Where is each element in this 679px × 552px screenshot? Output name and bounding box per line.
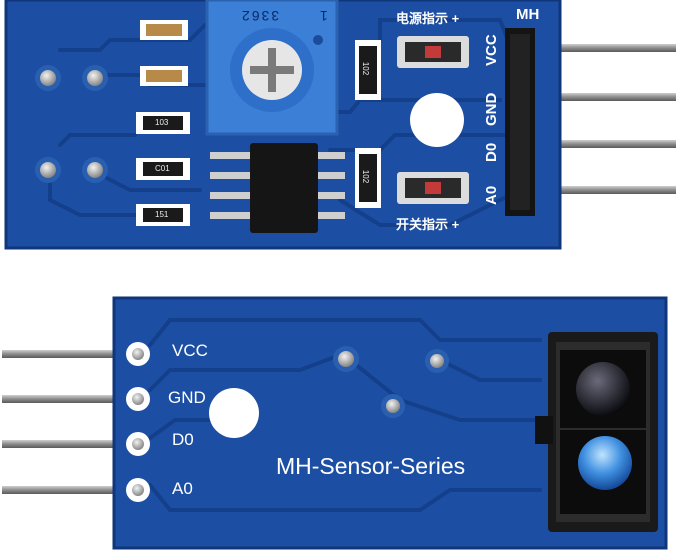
top-header-pins xyxy=(520,44,676,194)
comparator-ic xyxy=(210,143,345,233)
bottom-traces xyxy=(148,318,542,512)
resistor-code-2: C01 xyxy=(155,164,170,173)
top-solder-pads xyxy=(35,65,108,183)
power-indicator-label: 电源指示 + xyxy=(396,11,460,26)
bottom-pin-pads xyxy=(126,342,150,502)
top-pin-label-a0: A0 xyxy=(483,185,500,205)
resistor-code-3: 151 xyxy=(155,210,169,219)
series-label: MH-Sensor-Series xyxy=(276,453,466,479)
resistor-code-4: 102 xyxy=(361,61,371,76)
header-label: MH xyxy=(516,6,540,23)
switch-indicator-label: 开关指示 + xyxy=(396,217,460,232)
indicator-leds xyxy=(397,36,469,204)
ir-sensor-module xyxy=(535,332,658,532)
bottom-sensor-board xyxy=(2,296,668,550)
bottom-header-pins xyxy=(2,350,114,494)
top-sensor-board xyxy=(4,0,676,250)
top-pin-label-vcc: VCC xyxy=(483,34,500,66)
bottom-solder-joints xyxy=(333,346,449,418)
top-smd-components xyxy=(136,20,381,226)
bottom-pin-label-a0: A0 xyxy=(172,479,193,498)
top-mounting-hole xyxy=(410,93,464,147)
resistor-code-5: 102 xyxy=(361,169,371,184)
bottom-pin-label-gnd: GND xyxy=(168,388,206,407)
bottom-pin-label-vcc: VCC xyxy=(172,341,208,360)
ir-emitter-icon xyxy=(576,362,630,416)
potentiometer xyxy=(205,0,339,136)
top-pin-label-gnd: GND xyxy=(483,92,500,126)
top-header-housing xyxy=(505,28,535,216)
bottom-pin-label-d0: D0 xyxy=(172,430,194,449)
pot-index: 1 xyxy=(318,8,328,24)
resistor-code-1: 103 xyxy=(155,118,169,127)
ir-receiver-icon xyxy=(578,436,632,490)
bottom-mounting-hole xyxy=(209,388,259,438)
top-pin-label-d0: D0 xyxy=(483,142,500,162)
pot-code: 3362 xyxy=(240,8,280,24)
